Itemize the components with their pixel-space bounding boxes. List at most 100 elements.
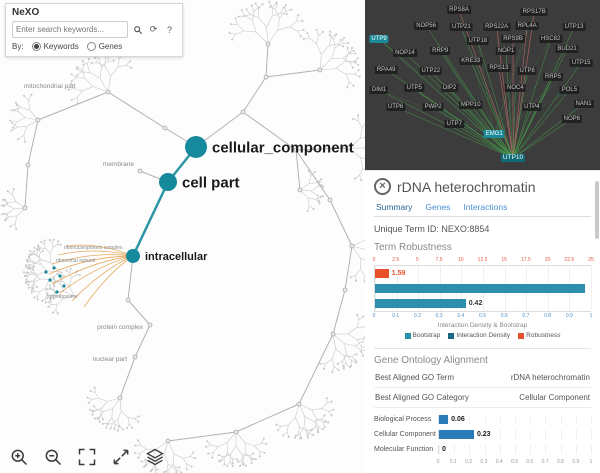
network-node-NAN1[interactable]: NAN1 [573,99,594,108]
search-mode-label: Genes [98,42,123,51]
network-node-RPL4A[interactable]: RPL4A [515,21,539,30]
network-node-EMG1[interactable]: EMG1 [483,130,505,139]
help-icon[interactable]: ? [166,24,172,35]
network-node-UTP7[interactable]: UTP7 [444,120,464,129]
axis-tick: 0.3 [480,459,488,465]
network-node-UTP10[interactable]: UTP10 [500,154,526,163]
network-node-POL5[interactable]: POL5 [559,86,580,95]
axis-tick: 1 [589,313,593,319]
network-node-RPS17B[interactable]: RPS17B [520,7,548,16]
axis-tick: 0.9 [565,313,573,319]
network-node-RPS8A[interactable]: RPS8A [447,6,471,15]
tree-node-intracellular[interactable] [126,249,140,263]
search-icon[interactable] [131,23,144,36]
tree-node-label[interactable]: cellular_component [212,139,354,156]
tab-summary[interactable]: Summary [376,202,413,212]
network-node-DIP2[interactable]: DIP2 [440,84,459,93]
axis-tick: 10 [458,257,464,263]
network-node-RPA49[interactable]: RPA49 [374,65,398,74]
unique-term-id: Unique Term ID: NEXO:8854 [374,224,490,234]
network-node-DIM1[interactable]: DIM1 [369,86,389,95]
axis-tick: 2.5 [392,257,400,263]
axis-tick: 0.6 [526,459,534,465]
axis-tick: 20 [544,257,551,263]
fit-to-screen-button[interactable] [77,447,97,467]
tree-node-label[interactable]: intracellular [145,251,208,263]
go-row-value: rDNA heterochromatin [510,373,590,382]
network-node-UTP13[interactable]: UTP13 [562,23,586,32]
legend-item: Interaction Density [448,332,510,339]
axis-tick: 15 [501,257,507,263]
axis-tick: 22.5 [564,257,575,263]
tree-node-label[interactable]: cell part [182,174,240,191]
tree-node-cell-part[interactable] [159,173,177,191]
network-node-UTP4[interactable]: UTP4 [522,103,542,112]
tab-interactions[interactable]: Interactions [463,202,508,212]
go-row-label: Best Aligned GO Category [375,393,469,402]
axis-tick: 25 [588,257,594,263]
network-node-PWP2[interactable]: PWP2 [422,103,444,112]
zoom-out-button[interactable] [43,447,63,467]
axis-tick: 5 [416,257,419,263]
radio-icon[interactable] [31,42,41,51]
tree-minor-label[interactable]: protein complex [97,324,144,331]
network-node-BUD21[interactable]: BUD21 [555,45,579,54]
network-node-NOC4[interactable]: NOC4 [505,84,526,93]
network-node-UTP22[interactable]: UTP22 [419,67,443,76]
network-node-UTP9[interactable]: UTP9 [369,35,389,44]
tab-genes[interactable]: Genes [425,202,451,212]
axis-tick: 0 [372,313,376,319]
reset-icon[interactable]: ⟳ [149,24,158,34]
network-node-KRE33[interactable]: KRE33 [459,57,483,66]
tree-minor-label[interactable]: ribosomal subunit [56,258,96,264]
network-node-NOP6[interactable]: NOP6 [561,115,582,123]
axis-tick: 1 [589,459,593,465]
axis-tick: 0.2 [413,313,421,319]
network-node-UTP5[interactable]: UTP5 [404,84,425,93]
network-node-RRP5[interactable]: RRP5 [542,72,564,81]
axis-tick: 0 [372,257,376,263]
tree-minor-label[interactable]: preribosome [50,294,78,300]
go-alignment-chart: Biological Process 0.06 Cellular Compone… [374,414,593,466]
tree-minor-label[interactable]: membrane [103,161,134,168]
network-node-UTP8[interactable]: UTP8 [517,67,537,76]
network-node-UTP21[interactable]: UTP21 [450,23,473,32]
zoom-in-button[interactable] [9,447,29,467]
radio-icon[interactable] [86,42,96,51]
axis-tick: 0.8 [556,459,564,465]
network-node-RPS9B[interactable]: RPS9B [501,35,525,44]
network-node-MPP10[interactable]: MPP10 [458,101,483,110]
layers-button[interactable] [145,447,165,467]
search-mode-keywords[interactable]: Keywords [31,42,79,51]
close-icon[interactable]: × [374,178,391,195]
network-node-NOP56[interactable]: NOP56 [414,21,438,30]
go-score-row: Biological Process 0.06 [374,414,592,425]
network-node-RRP9[interactable]: RRP9 [430,47,451,55]
tree-minor-label[interactable]: mitochondrial part [24,83,76,90]
network-node-UTP18[interactable]: UTP18 [466,36,490,45]
network-node-RPS22A[interactable]: RPS22A [483,23,511,32]
tree-minor-label[interactable]: nuclear part [93,356,128,363]
tree-node-cellular-component[interactable] [185,136,207,158]
network-node-UTP6[interactable]: UTP6 [385,103,406,112]
axis-tick: 0.5 [479,313,486,319]
go-score-category: Biological Process [374,416,432,423]
network-node-RPS13[interactable]: RPS13 [487,64,511,72]
interaction-network-panel[interactable]: UTP9 RPS8A RPS17B NOP56 UTP21 RPS22A RPL4A UTP1… [365,0,600,170]
network-node-UTP15[interactable]: UTP15 [569,58,593,67]
search-input[interactable] [12,21,128,38]
scrollbar[interactable] [595,181,599,239]
network-node-NOP1[interactable]: NOP1 [495,47,517,55]
collapse-view-button[interactable] [111,447,131,467]
network-node-HSC82[interactable]: HSC82 [538,35,563,44]
network-node-NOP14[interactable]: NOP14 [393,48,417,57]
search-mode-genes[interactable]: Genes [86,42,123,51]
tree-minor-label[interactable]: ribonucleoprotein complex [64,245,123,251]
